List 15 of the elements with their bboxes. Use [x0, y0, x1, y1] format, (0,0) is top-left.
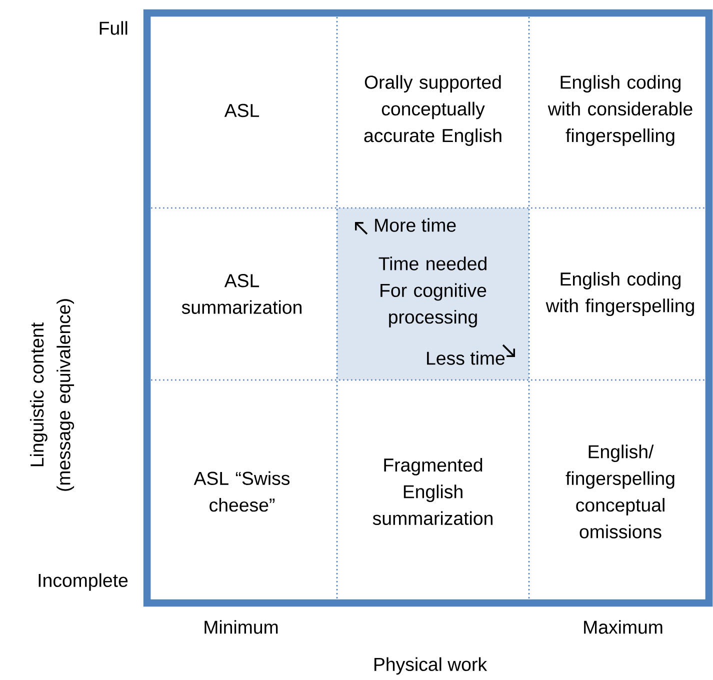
cell-text: English coding with considerable fingerspelling: [548, 75, 692, 146]
axis-label: Full: [100, 21, 128, 35]
axis-label: Incomplete: [38, 573, 128, 591]
cell-text: Fragmented English summarization: [372, 458, 492, 526]
axis-title: Physical work: [374, 657, 488, 675]
cell-text: English coding with fingerspelling: [546, 272, 694, 316]
cell-text: ASL “Swiss cheese”: [194, 471, 290, 512]
cell-text: English/ fingerspelling conceptual omissions: [566, 444, 674, 538]
axis-title: Linguistic content (message equivalence): [30, 299, 74, 491]
cell-text: ASL: [224, 104, 260, 118]
highlighted-cell: More time Time needed For cognitive processing Less time: [337, 208, 529, 380]
cell-text: Orally supported conceptually accurate English: [364, 75, 502, 146]
axis-label: Minimum: [204, 620, 278, 634]
cell-text: ASL summarization: [182, 274, 302, 314]
axis-label: Maximum: [584, 620, 662, 634]
